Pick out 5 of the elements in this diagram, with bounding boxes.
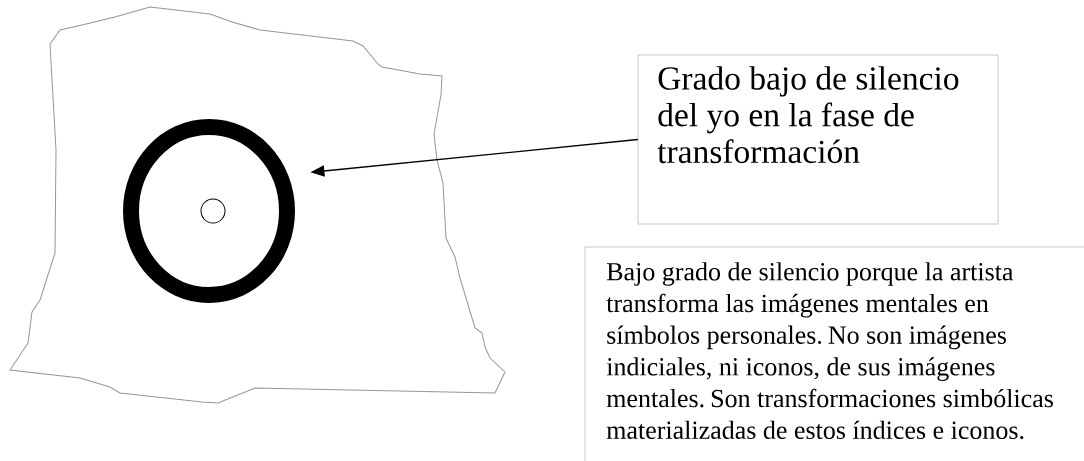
ring <box>123 119 295 303</box>
torn-paper-drawing <box>9 6 506 404</box>
text-box: Grado bajo de silencio del yo en la fase de transformación <box>637 54 999 225</box>
text-box: Bajo grado de silencio porque la artista transforma las imágenes mentales en símbolos personales. No son imágenes indiciales, ni iconos, de sus imágenes mentales. Son transformaciones simbólicas materializadas de estos índices e iconos. <box>584 246 1084 461</box>
small-circle <box>200 198 226 224</box>
